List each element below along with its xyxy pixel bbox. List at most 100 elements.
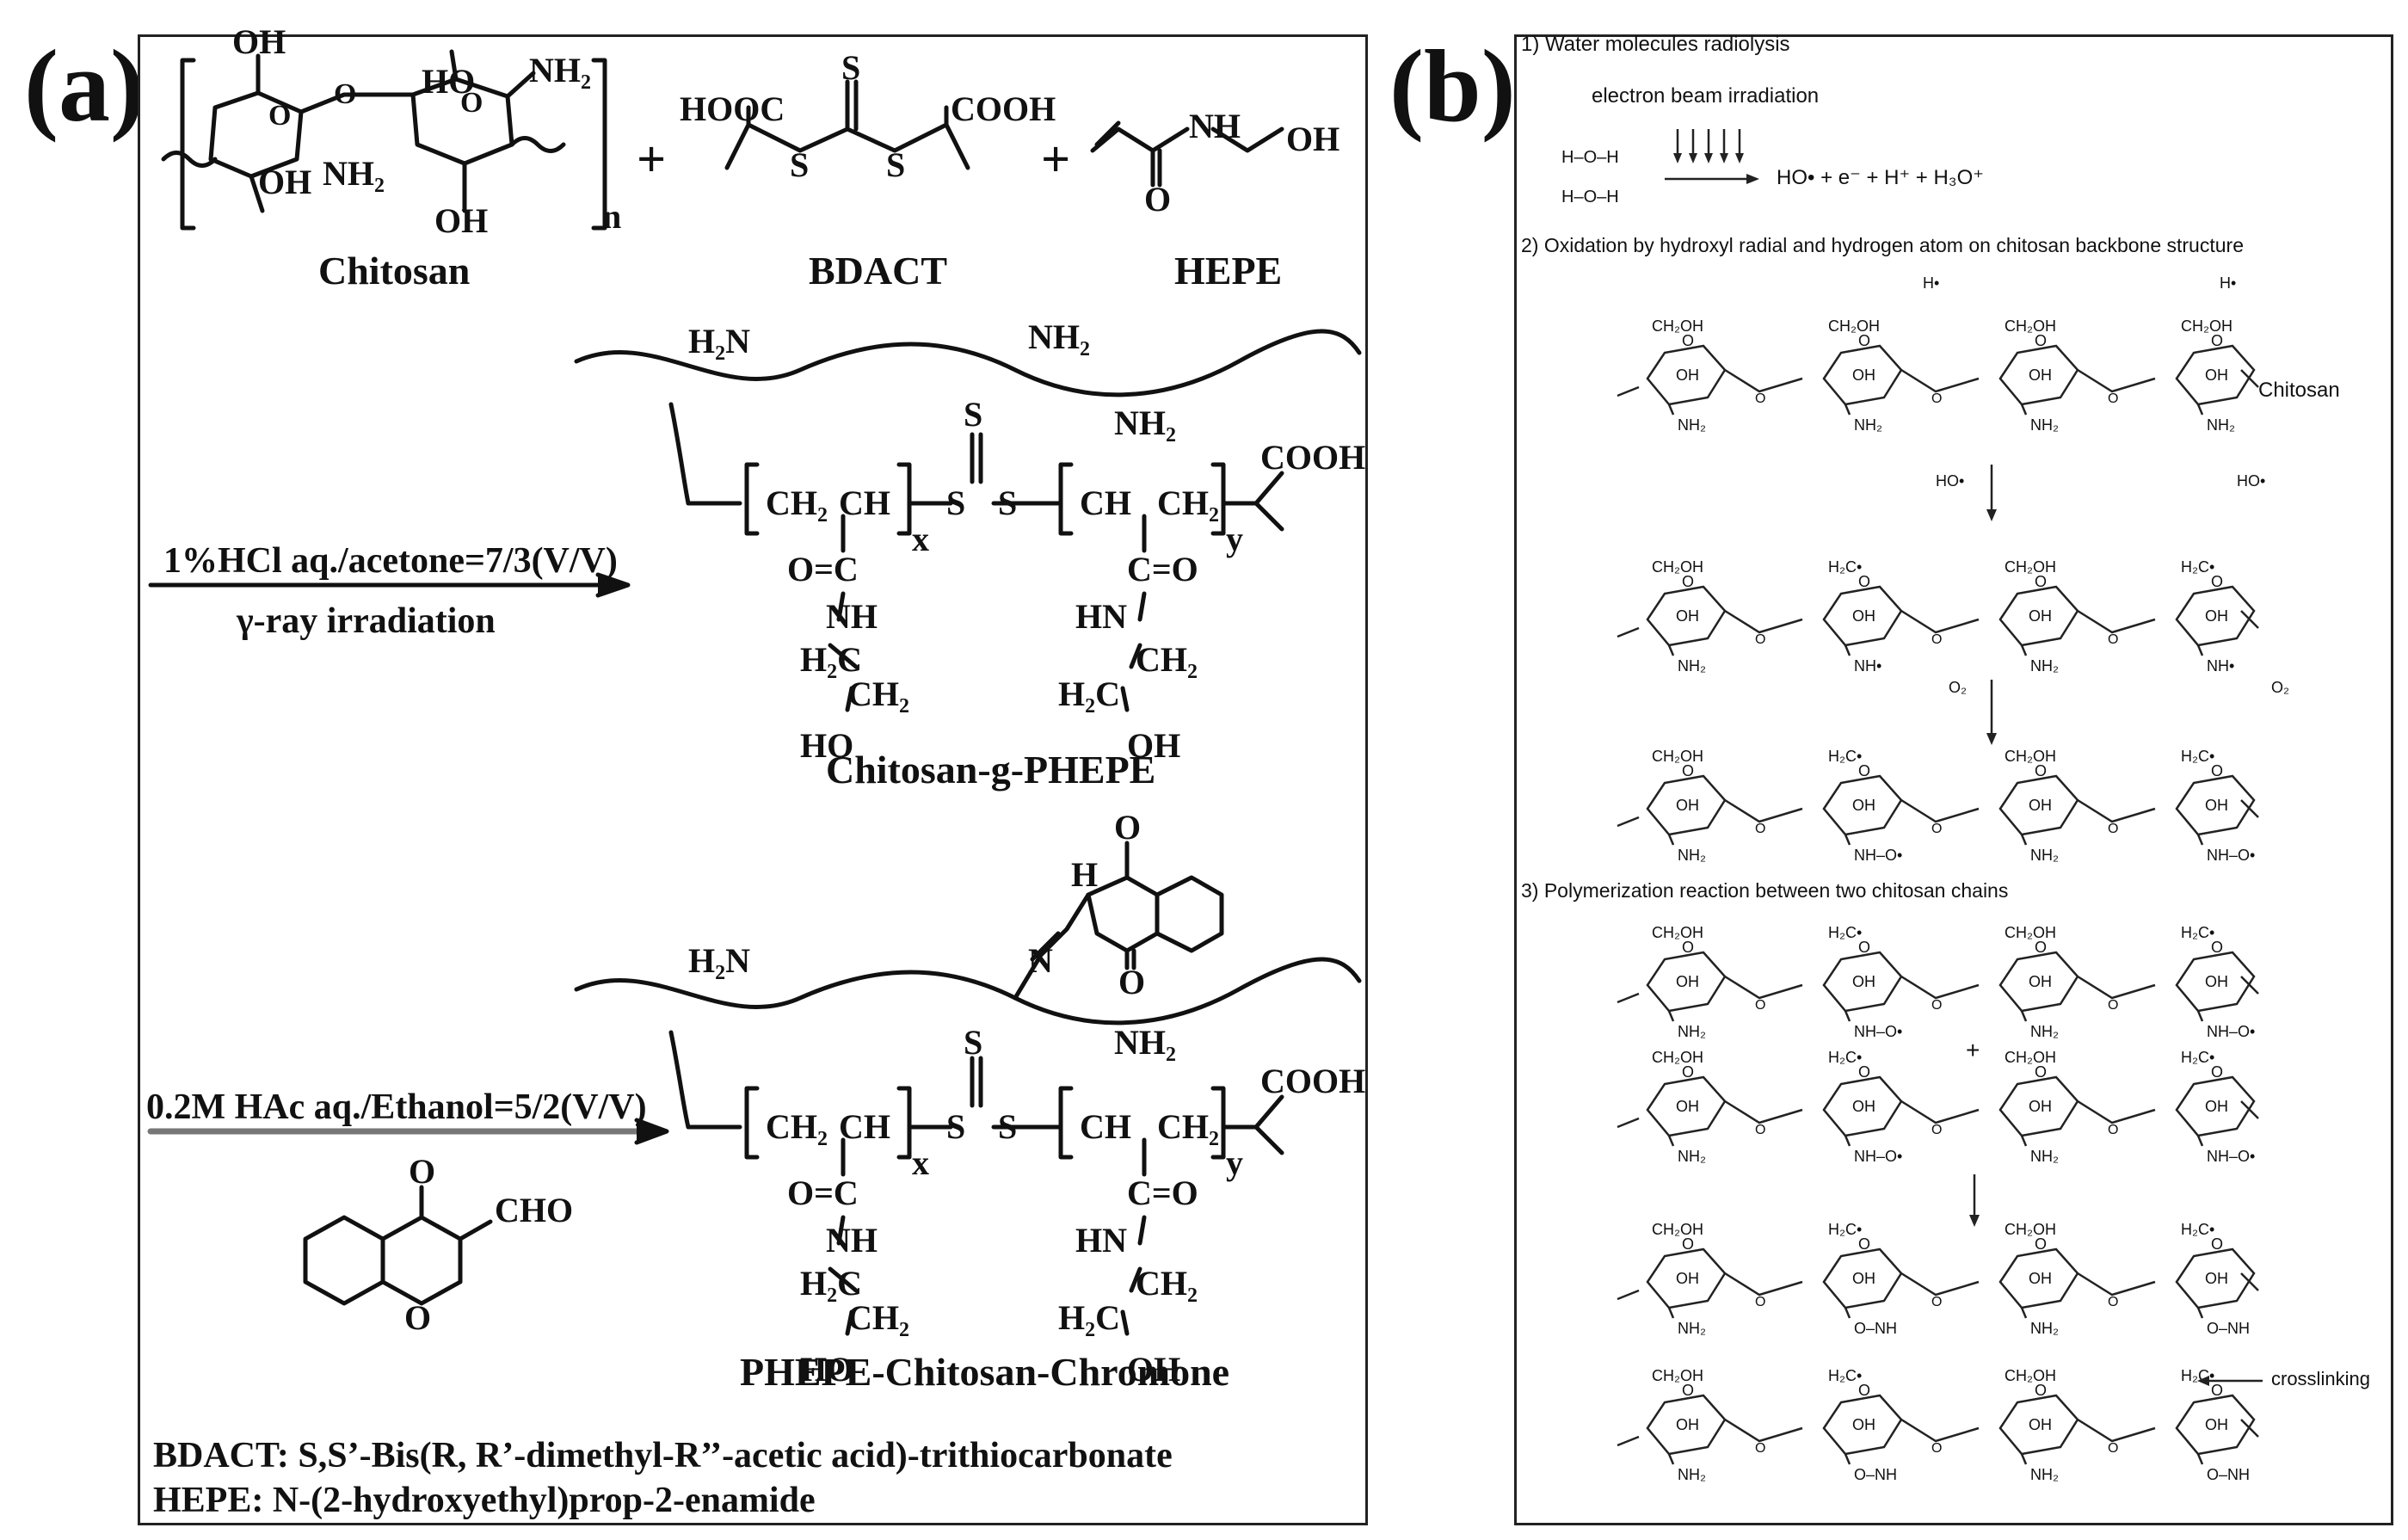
chain-2-link-o-1: O — [1755, 632, 1765, 647]
chain-7-link-o-3: O — [2108, 1441, 2118, 1456]
chain-4-unit-1-o: O — [1682, 939, 1694, 956]
p1-cooh: COOH — [1260, 438, 1365, 477]
chain-7-end-l — [1617, 1435, 1640, 1447]
chain-7-unit-2-o: O — [1858, 1382, 1870, 1399]
p2-h2c-b: H₂C — [1058, 1298, 1120, 1337]
chain-4-link-2 — [1900, 975, 1980, 1000]
chain-4-unit-4-o: O — [2211, 939, 2223, 956]
chain-5-unit-2-nbond — [1844, 1135, 1851, 1147]
label-cooh: COOH — [951, 89, 1056, 128]
chain-3-unit-4-top: H₂C• — [2181, 748, 2214, 765]
chain-6-end-r — [2240, 1272, 2259, 1291]
chain-2-unit-2-bottom: NH• — [1854, 657, 1881, 675]
chain-4-unit-1-oh: OH — [1676, 973, 1699, 990]
p1-nh2-a: NH₂ — [1028, 317, 1090, 356]
chain-3-unit-2-bottom: NH–O• — [1854, 847, 1902, 864]
chain-6-end-l — [1617, 1289, 1640, 1301]
chain-4-unit-2-nbond — [1844, 1010, 1851, 1022]
chain-3-unit-3-nbond — [2020, 834, 2028, 846]
chain-5-unit-4-oh: OH — [2205, 1098, 2228, 1115]
chain-7-unit-4-oh: OH — [2205, 1416, 2228, 1433]
chain-4-link-1 — [1724, 975, 1803, 1000]
chain-3-unit-2-top: H₂C• — [1828, 748, 1862, 765]
chain-3-unit-3-o: O — [2035, 762, 2047, 779]
chain-7-unit-1-o: O — [1682, 1382, 1694, 1399]
chain-2-link-o-3: O — [2108, 632, 2118, 647]
p2-o-bot: O — [1118, 963, 1145, 1001]
chain-2-unit-2-oh: OH — [1852, 607, 1875, 625]
chain-4-unit-4-bottom: NH–O• — [2207, 1023, 2255, 1040]
p1-oc: O=C — [787, 550, 859, 588]
chain-1-unit-3-o: O — [2035, 332, 2047, 349]
beam-arrowhead-5 — [1735, 153, 1744, 163]
chain-4-end-l — [1617, 992, 1640, 1004]
label-hepe: HEPE — [1174, 249, 1282, 293]
chain-4-unit-3-oh: OH — [2029, 973, 2052, 990]
chain-1-unit-2-o: O — [1858, 332, 1870, 349]
panel-a-label: (a) — [24, 28, 145, 143]
chain-5-unit-3-o: O — [2035, 1063, 2047, 1081]
chain-6-unit-4-nbond — [2196, 1307, 2204, 1319]
chain-5-unit-3-bottom: NH₂ — [2030, 1148, 2059, 1165]
chain-5-link-o-3: O — [2108, 1123, 2118, 1137]
chain-2-unit-1-nbond — [1667, 644, 1675, 656]
ho-radical-2: HO• — [2237, 472, 2265, 490]
label-s-right: S — [886, 145, 905, 184]
chain-5-unit-1-nbond — [1667, 1135, 1675, 1147]
product-2-name: PHEPE-Chitosan-Chromone — [740, 1350, 1229, 1394]
chain-3-link-o-1: O — [1755, 822, 1765, 836]
chain-5-link-3 — [2077, 1100, 2156, 1124]
step3-title: 3) Polymerization reaction between two c… — [1521, 879, 2009, 902]
chain-7-unit-1-top: CH₂OH — [1652, 1367, 1703, 1384]
step2-title: 2) Oxidation by hydroxyl radial and hydr… — [1521, 234, 2244, 256]
p2-x: x — [912, 1143, 929, 1182]
chain-4-unit-2-o: O — [1858, 939, 1870, 956]
chain-7-link-o-2: O — [1931, 1441, 1942, 1456]
crosslinking-label: crosslinking — [2271, 1368, 2370, 1389]
chain-2-unit-4-nbond — [2196, 644, 2204, 656]
chain-7-unit-4-o: O — [2211, 1382, 2223, 1399]
label-o-hepe: O — [1144, 180, 1171, 219]
chain-5-unit-3-top: CH₂OH — [2005, 1049, 2056, 1066]
chain-7-end-r — [2240, 1419, 2259, 1438]
p2-ch2: CH₂ — [766, 1107, 828, 1146]
chain-2-end-l — [1617, 626, 1640, 638]
chain-5-unit-1-bottom: NH₂ — [1678, 1148, 1706, 1165]
label-oh: OH — [232, 22, 286, 61]
chain-7-unit-2-bottom: O–NH — [1854, 1466, 1897, 1483]
crosslink-arrowhead — [2197, 1376, 2209, 1386]
chain-1-link-o-2: O — [1931, 391, 1942, 406]
chain-1-link-2 — [1900, 368, 1980, 393]
p2-h2n: H₂N — [688, 941, 750, 980]
chain-2-link-3 — [2077, 609, 2156, 634]
chain-6-unit-3-oh: OH — [2029, 1270, 2052, 1287]
p2-o-top: O — [1114, 808, 1141, 847]
beam-arrowhead-2 — [1689, 153, 1697, 163]
chain-6-unit-4-top: H₂C• — [2181, 1221, 2214, 1238]
chain-1-unit-4-nbond — [2196, 403, 2204, 416]
panel-a-frame — [138, 34, 1368, 1525]
chain-1-unit-2-nbond — [1844, 403, 1851, 416]
p1-ch-r: CH — [1080, 484, 1131, 522]
chain-1-unit-2-top: CH₂OH — [1828, 317, 1880, 335]
step1-conditions: 1%HCl aq./acetone=7/3(V/V) — [163, 541, 618, 581]
chain-2-link-1 — [1724, 609, 1803, 634]
reagent-cho: CHO — [495, 1191, 573, 1229]
chain-4-link-o-3: O — [2108, 998, 2118, 1013]
chain-2-unit-3-o: O — [2035, 573, 2047, 590]
chain-5-unit-2-o: O — [1858, 1063, 1870, 1081]
beam-arrowhead-4 — [1720, 153, 1728, 163]
label-o-ring1: O — [268, 100, 291, 132]
chain-5-unit-2-top: H₂C• — [1828, 1049, 1862, 1066]
chain-6-unit-3-bottom: NH₂ — [2030, 1320, 2059, 1337]
chain-7-link-o-1: O — [1755, 1441, 1765, 1456]
chain-5-end-l — [1617, 1117, 1640, 1129]
chain-4-unit-4-top: H₂C• — [2181, 924, 2214, 941]
chain-6-link-3 — [2077, 1272, 2156, 1297]
p2-oc: O=C — [787, 1173, 859, 1212]
chain-2-end-r — [2240, 610, 2259, 629]
h-radical-2: H• — [2220, 274, 2236, 292]
chain-3-unit-1-o: O — [1682, 762, 1694, 779]
chain-2-link-o-2: O — [1931, 632, 1942, 647]
